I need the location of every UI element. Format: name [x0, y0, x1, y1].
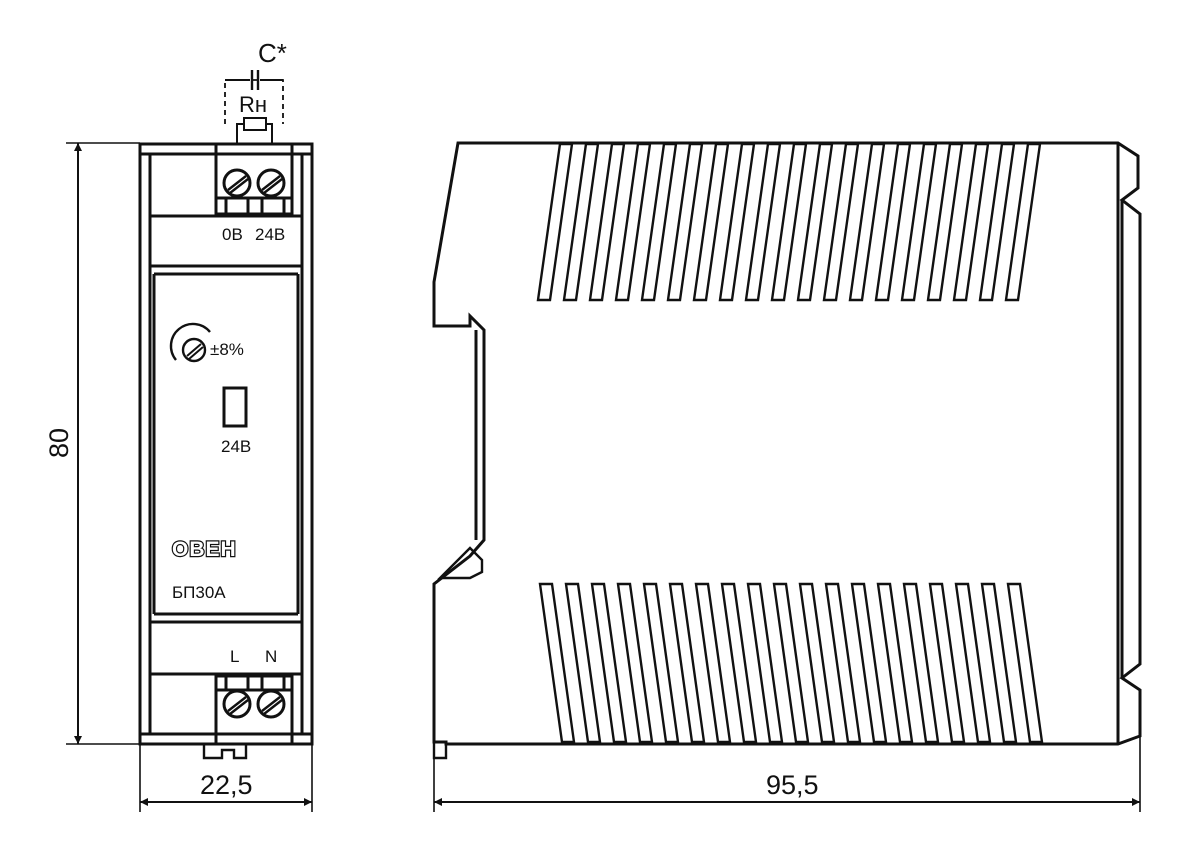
din-clip	[202, 744, 248, 760]
bottom-vent-slot	[798, 582, 836, 744]
top-vent-slot	[952, 142, 990, 302]
bottom-vent-slot	[720, 582, 758, 744]
voltage-adjust-potentiometer[interactable]	[169, 322, 211, 363]
terminal-label-0v: 0В	[222, 225, 243, 244]
top-vent-slot	[796, 142, 834, 302]
bottom-vent-slot	[928, 582, 966, 744]
top-vent-slot	[744, 142, 782, 302]
led-indicator	[222, 386, 248, 428]
capacitor-symbol	[250, 70, 260, 90]
bottom-vent-slot	[538, 582, 576, 744]
top-vent-slot	[692, 142, 730, 302]
bottom-vent-slot	[616, 582, 654, 744]
top-vent-slot	[718, 142, 756, 302]
bottom-vent-slot	[980, 582, 1018, 744]
screw-n[interactable]	[256, 689, 286, 719]
side-view	[432, 141, 1142, 760]
screw-l[interactable]	[222, 689, 252, 719]
bottom-vent-slot	[824, 582, 862, 744]
bottom-vent-slot	[954, 582, 992, 744]
top-vent-slot	[822, 142, 860, 302]
load-circuit: C* Rн	[224, 38, 287, 144]
side-housing	[432, 141, 1142, 746]
terminal-label-l: L	[230, 647, 239, 666]
front-width-value: 22,5	[200, 770, 253, 800]
bottom-vent-slot	[850, 582, 888, 744]
indicator-label: 24В	[221, 437, 251, 456]
load-resistor	[243, 117, 267, 131]
top-vent-slot	[562, 142, 600, 302]
dimension-front-width: 22,5	[139, 744, 313, 812]
model-label: БП30А	[172, 583, 226, 602]
top-vent-slot	[536, 142, 574, 302]
dimension-height: 80	[44, 142, 140, 745]
top-vent-slot	[978, 142, 1016, 302]
height-value: 80	[44, 428, 74, 458]
terminal-label-n: N	[265, 647, 277, 666]
input-terminal-block	[214, 674, 294, 746]
brand-logo: ОВЕН	[172, 538, 237, 561]
top-vent-slots	[536, 142, 1042, 302]
capacitor-label: C*	[258, 38, 287, 68]
dimension-side-depth: 95,5	[433, 736, 1141, 812]
top-vent-slot	[588, 142, 626, 302]
top-vent-slot	[848, 142, 886, 302]
bottom-vent-slot	[902, 582, 940, 744]
top-vent-slot	[614, 142, 652, 302]
top-vent-slot	[1004, 142, 1042, 302]
top-vent-slot	[666, 142, 704, 302]
adjust-range-label: ±8%	[210, 340, 244, 359]
bottom-vent-slot	[772, 582, 810, 744]
bottom-vent-slot	[876, 582, 914, 744]
bottom-vent-slot	[590, 582, 628, 744]
bottom-vent-slot	[668, 582, 706, 744]
resistor-label: Rн	[239, 92, 267, 117]
bottom-vent-slots	[538, 582, 1044, 744]
terminal-label-24v: 24В	[255, 225, 285, 244]
screw-0v[interactable]	[222, 168, 252, 198]
top-vent-slot	[770, 142, 808, 302]
top-vent-slot	[640, 142, 678, 302]
top-vent-slot	[874, 142, 912, 302]
bottom-vent-slot	[564, 582, 602, 744]
screw-24v[interactable]	[256, 168, 286, 198]
bottom-vent-slot	[746, 582, 784, 744]
bottom-vent-slot	[642, 582, 680, 744]
bottom-vent-slot	[694, 582, 732, 744]
top-vent-slot	[900, 142, 938, 302]
bottom-vent-slot	[1006, 582, 1044, 744]
front-view: 0В 24В C* Rн ±8% 24В ОВЕН БП30А	[138, 38, 314, 760]
side-depth-value: 95,5	[766, 770, 819, 800]
output-terminal-block	[214, 142, 294, 216]
top-vent-slot	[926, 142, 964, 302]
